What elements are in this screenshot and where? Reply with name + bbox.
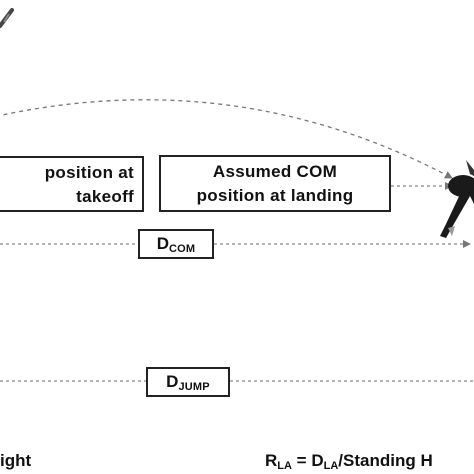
- dcom-label-main: D: [156, 234, 169, 253]
- formula-middle: = D: [291, 451, 324, 470]
- flight-arc: [0, 99, 453, 179]
- footer-left-text: ight: [0, 451, 32, 470]
- landing-position-box: Assumed COM position at landing: [159, 155, 391, 212]
- djump-label: DJUMP: [146, 367, 230, 397]
- landing-figure: [440, 160, 474, 238]
- landing-box-line-2: position at landing: [196, 186, 354, 205]
- landing-box-line-1: Assumed COM: [212, 162, 338, 181]
- formula-r: R: [265, 451, 278, 470]
- dcom-label-subscript: COM: [169, 243, 196, 255]
- dcom-label: DCOM: [138, 229, 214, 259]
- figure-fragment-top-left: [0, 8, 14, 28]
- takeoff-box-line-2: takeoff: [76, 187, 134, 206]
- djump-label-subscript: JUMP: [178, 381, 210, 393]
- takeoff-box-line-1: position at: [44, 163, 134, 182]
- takeoff-position-box: position at takeoff: [0, 156, 144, 212]
- formula-d-subscript: LA: [323, 460, 339, 472]
- djump-label-main: D: [166, 372, 179, 391]
- formula-r-subscript: LA: [277, 460, 292, 472]
- ratio-formula: RLA = DLA/Standing H: [265, 450, 433, 474]
- formula-rest: /Standing H: [338, 451, 433, 470]
